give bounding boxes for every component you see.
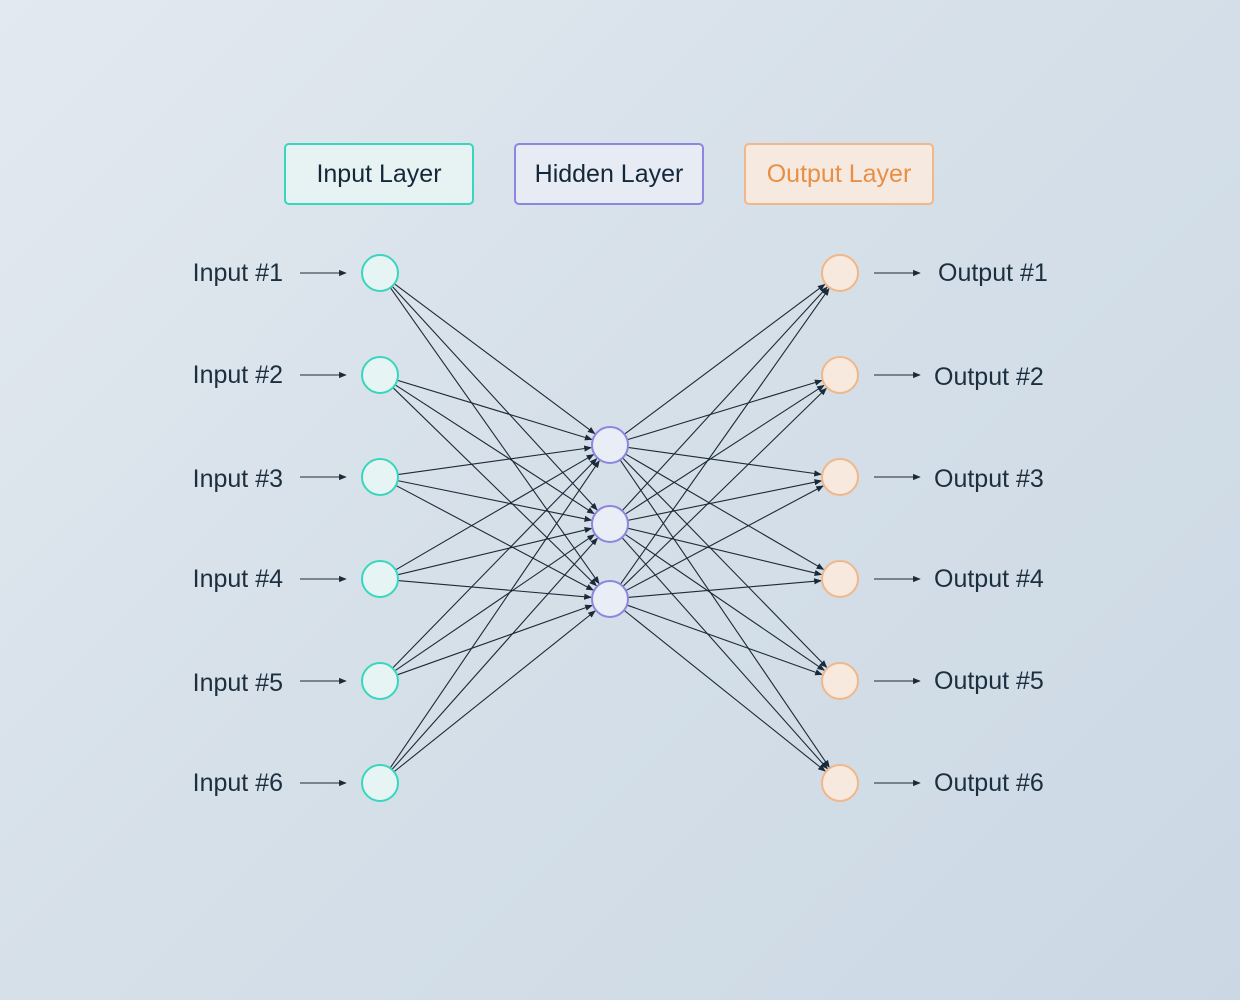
edge-input-3-hidden-2 <box>397 480 593 522</box>
edge-input-3-hidden-3 <box>395 484 594 591</box>
edge-input-5-hidden-3 <box>396 604 593 676</box>
edge-hidden-1-output-2 <box>627 379 823 441</box>
edge-hidden-3-output-6 <box>623 609 826 772</box>
output-layer-legend: Output Layer <box>744 143 934 205</box>
input-node-1 <box>361 254 399 292</box>
input-label-1: Input #1 <box>192 259 283 287</box>
edge-hidden-1-output-4 <box>625 453 825 570</box>
edge-hidden-3-output-1 <box>619 287 830 585</box>
edge-input-6-hidden-1 <box>389 460 600 769</box>
edge-hidden-2-output-3 <box>627 479 823 521</box>
edge-input-1-hidden-3 <box>389 287 600 585</box>
input-node-3 <box>361 458 399 496</box>
output-node-3 <box>821 458 859 496</box>
io-arrows <box>300 269 921 787</box>
edge-input-4-hidden-3 <box>397 580 592 600</box>
input-layer-legend: Input Layer <box>284 143 474 205</box>
input-label-2: Input #2 <box>192 361 283 389</box>
edge-input-2-hidden-3 <box>392 387 597 587</box>
output-node-5 <box>821 662 859 700</box>
edge-input-5-hidden-2 <box>394 534 595 672</box>
edge-hidden-1-output-5 <box>622 457 828 668</box>
output-layer-legend-label: Output Layer <box>766 159 912 188</box>
edge-hidden-2-output-2 <box>624 384 825 515</box>
edge-hidden-3-output-3 <box>625 485 824 592</box>
input-label-4: Input #4 <box>192 565 283 593</box>
hidden-layer-legend-label: Hidden Layer <box>534 159 684 188</box>
edge-input-4-hidden-2 <box>397 527 593 576</box>
output-label-3: Output #3 <box>934 465 1044 493</box>
network-nodes <box>361 254 859 802</box>
input-node-6 <box>361 764 399 802</box>
input-node-2 <box>361 356 399 394</box>
input-label-6: Input #6 <box>192 769 283 797</box>
edge-input-5-hidden-1 <box>392 458 598 669</box>
edge-hidden-1-output-1 <box>624 283 826 435</box>
edge-hidden-1-output-3 <box>627 446 822 477</box>
output-node-1 <box>821 254 859 292</box>
hidden-layer-legend: Hidden Layer <box>514 143 704 205</box>
connection-edges <box>389 283 830 773</box>
edge-input-1-hidden-2 <box>391 285 598 511</box>
output-node-2 <box>821 356 859 394</box>
edge-input-4-hidden-1 <box>395 454 595 571</box>
edge-hidden-2-output-4 <box>627 527 823 576</box>
hidden-node-2 <box>591 505 629 543</box>
edge-hidden-2-output-5 <box>624 533 825 671</box>
input-node-4 <box>361 560 399 598</box>
edge-input-6-hidden-2 <box>391 537 598 770</box>
input-label-3: Input #3 <box>192 465 283 493</box>
edge-hidden-1-output-6 <box>619 459 830 768</box>
output-label-2: Output #2 <box>934 363 1044 391</box>
edge-hidden-3-output-4 <box>627 578 822 598</box>
hidden-node-3 <box>591 580 629 618</box>
edge-hidden-2-output-6 <box>621 537 828 770</box>
input-label-5: Input #5 <box>192 669 283 697</box>
output-label-5: Output #5 <box>934 667 1044 695</box>
edge-hidden-2-output-1 <box>621 286 828 512</box>
edge-input-2-hidden-2 <box>394 384 595 515</box>
output-label-6: Output #6 <box>934 769 1044 797</box>
edge-hidden-3-output-2 <box>622 387 827 587</box>
edge-input-3-hidden-1 <box>397 445 592 476</box>
edge-input-6-hidden-3 <box>393 610 596 773</box>
input-node-5 <box>361 662 399 700</box>
edge-input-2-hidden-1 <box>397 379 593 441</box>
output-node-6 <box>821 764 859 802</box>
edge-input-1-hidden-1 <box>394 283 596 435</box>
output-label-4: Output #4 <box>934 565 1044 593</box>
input-layer-legend-label: Input Layer <box>316 159 442 188</box>
hidden-node-1 <box>591 426 629 464</box>
edge-hidden-3-output-5 <box>626 604 823 676</box>
output-node-4 <box>821 560 859 598</box>
output-label-1: Output #1 <box>938 259 1048 287</box>
